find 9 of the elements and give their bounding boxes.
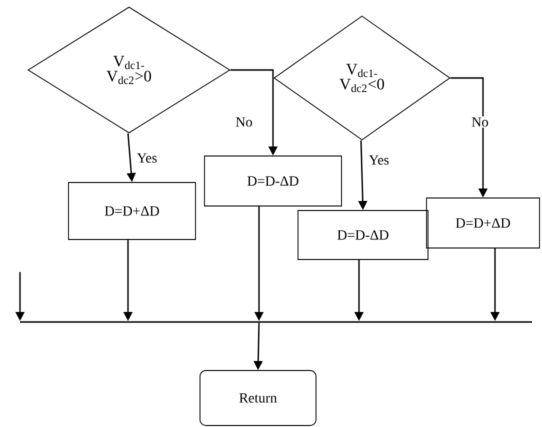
edge-label: No [234,116,254,128]
edge-label: No [470,116,490,128]
terminal-box: Return [200,370,316,426]
process-box: D=D-ΔD [204,156,342,206]
process-box: D=D+ΔD [426,198,540,248]
process-box: D=D-ΔD [298,210,428,260]
edge-label: Yes [368,154,390,166]
process-box: D=D+ΔD [68,182,196,240]
edge-label: Yes [136,152,158,164]
